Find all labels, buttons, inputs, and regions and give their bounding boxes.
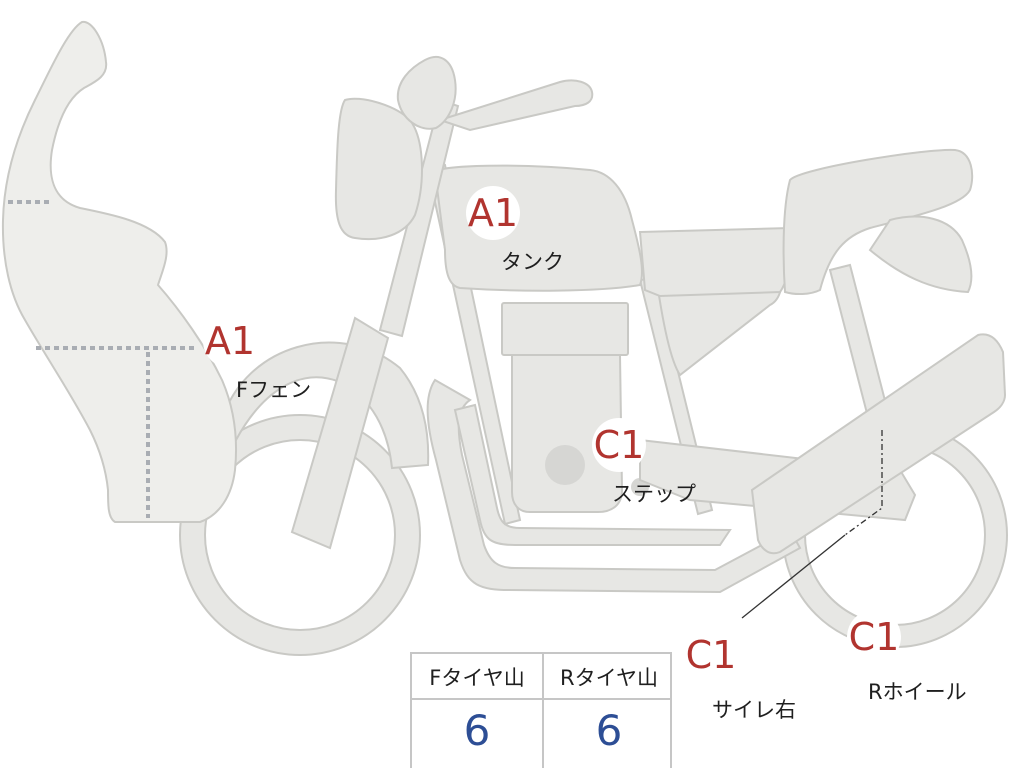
front-tire-header: Fタイヤ山 xyxy=(429,666,525,690)
muffler-right-grade-badge: C1 xyxy=(684,628,738,682)
rear-wheel-label: Rホイール xyxy=(868,680,967,704)
mirror xyxy=(396,55,457,130)
seat xyxy=(782,148,974,296)
handlebar xyxy=(436,79,594,132)
muffler-right-label: サイレ右 xyxy=(712,698,796,722)
step-grade-badge: C1 xyxy=(592,418,646,472)
tire-tread-table: Fタイヤ山 Rタイヤ山 6 6 xyxy=(410,652,672,768)
rear-tire-value: 6 xyxy=(595,706,623,755)
engine xyxy=(501,302,701,513)
rear-tire-header: Rタイヤ山 xyxy=(560,666,658,690)
frame-lower-loop xyxy=(426,378,802,594)
tank-grade-badge: A1 xyxy=(466,186,520,240)
rear-wheel-grade-badge: C1 xyxy=(847,610,901,664)
muffler xyxy=(750,333,1007,555)
muffler-leader-line xyxy=(741,534,846,619)
step-label: ステップ xyxy=(612,482,696,506)
tire-table-divider xyxy=(542,654,544,768)
muffler-marker-line xyxy=(844,430,883,536)
tire-table-header-row xyxy=(412,654,670,700)
front-fork xyxy=(290,316,390,550)
front-fender-label: Fフェン xyxy=(236,378,312,402)
tail-cowl xyxy=(868,215,973,294)
tank-label: タンク xyxy=(501,250,564,274)
front-fender-grade-badge: A1 xyxy=(203,314,257,368)
frame-spine xyxy=(638,226,792,298)
front-cowl xyxy=(1,20,238,523)
frame-cradle xyxy=(453,403,732,546)
front-tire-value: 6 xyxy=(463,706,491,755)
